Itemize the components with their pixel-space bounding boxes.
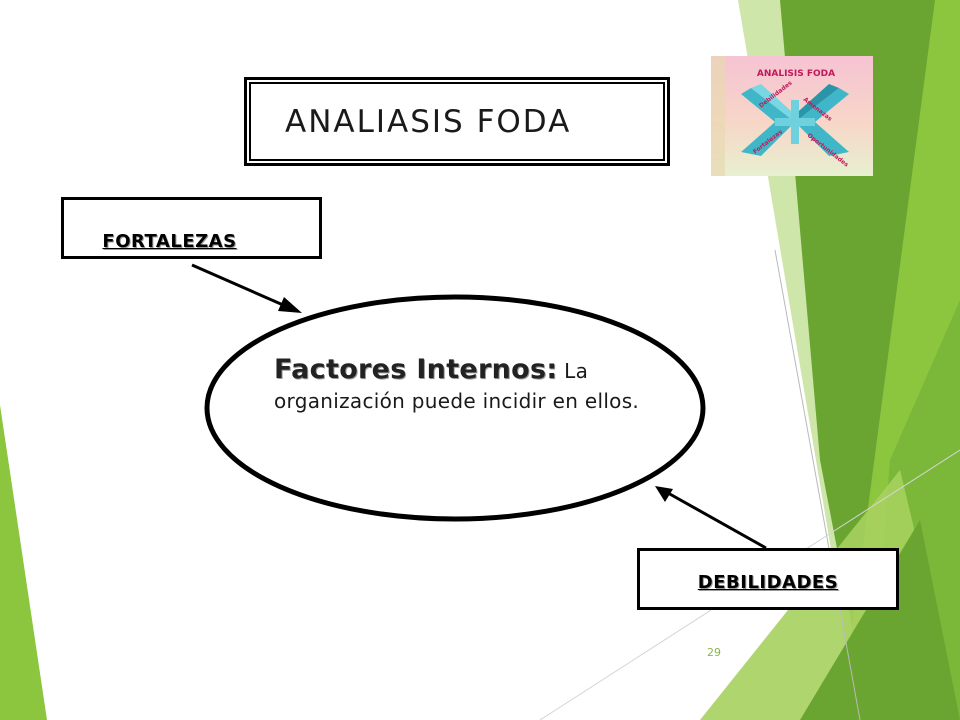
arrow-fortalezas-to-ellipse	[191, 263, 291, 310]
foda-logo-graphic: ANALISIS FODA Debilidades Amenazas Forta…	[711, 56, 850, 176]
debilidades-label: DEBILIDADES	[697, 572, 839, 593]
thin-diagonal-line	[774, 249, 861, 720]
foda-logo-image: ANALISIS FODA Debilidades Amenazas Forta…	[711, 56, 873, 176]
title-box: ANALIASIS FODA	[244, 77, 670, 166]
page-number: 29	[707, 646, 721, 659]
slide-title: ANALIASIS FODA	[285, 103, 572, 140]
arrow-head-debilidades	[655, 486, 673, 502]
logo-heading: ANALISIS FODA	[757, 69, 835, 79]
arrow-head-fortalezas	[278, 297, 302, 313]
fortalezas-label: FORTALEZAS	[102, 231, 237, 252]
ellipse-content: Factores Internos: La organización puede…	[274, 355, 664, 416]
right-green-lower-dark	[800, 520, 960, 720]
ellipse-title: Factores Internos:	[274, 354, 558, 385]
ellipse-description: La organización puede incidir en ellos.	[274, 359, 640, 413]
debilidades-box: DEBILIDADES	[637, 548, 899, 610]
fortalezas-box: FORTALEZAS	[61, 197, 322, 259]
arrow-debilidades-to-ellipse	[667, 491, 767, 550]
left-green-triangle	[0, 405, 47, 720]
factores-internos-ellipse	[204, 294, 706, 522]
